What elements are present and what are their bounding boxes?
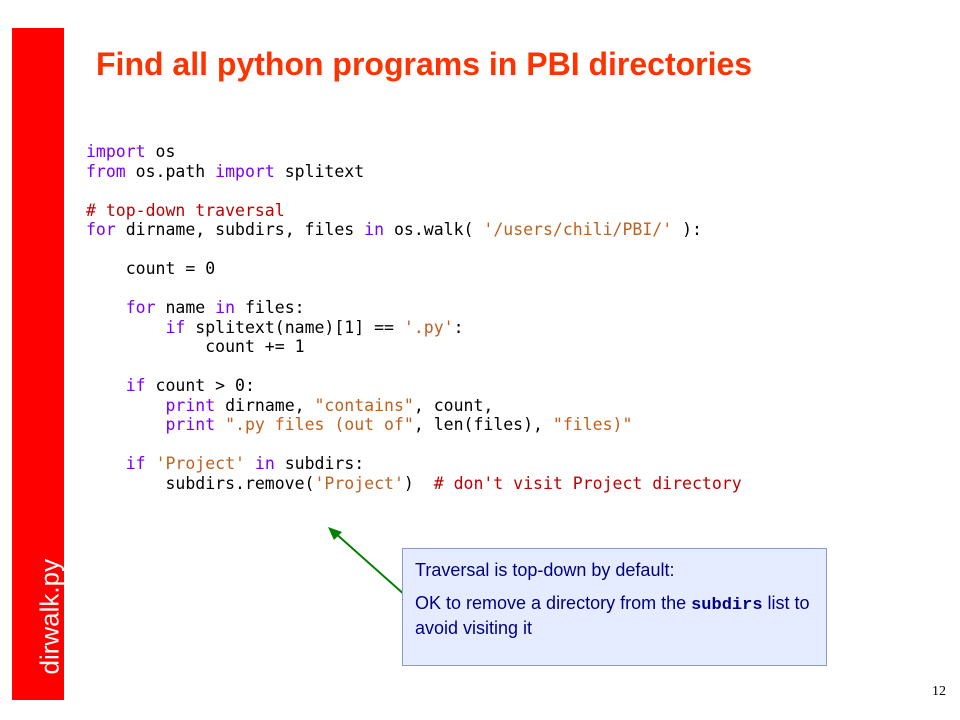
code-line	[86, 279, 742, 299]
code-text: dirname, subdirs, files	[115, 220, 365, 239]
code-text: :	[453, 317, 464, 337]
code-text: splitext	[274, 161, 365, 181]
code-text: subdirs:	[274, 454, 365, 473]
code-line: subdirs.remove('Project') # don't visit …	[86, 473, 742, 494]
code-text: )	[403, 473, 434, 493]
code-keyword: print	[165, 395, 216, 415]
code-string: "files)"	[552, 415, 633, 434]
code-keyword: import	[215, 161, 275, 181]
code-line: if splitext(name)[1] == '.py':	[86, 318, 742, 338]
code-keyword: if	[165, 317, 186, 337]
code-text	[146, 454, 156, 473]
code-line: import os	[86, 142, 742, 162]
code-text	[86, 396, 165, 415]
code-string: '.py'	[403, 317, 454, 337]
code-text: os.path	[125, 161, 216, 181]
code-comment: # don't visit Project directory	[433, 473, 742, 493]
code-text: , len(files),	[413, 415, 553, 434]
code-text	[86, 318, 165, 337]
code-text: os.walk(	[384, 220, 484, 239]
code-text	[86, 376, 126, 395]
code-text: os	[145, 142, 176, 161]
code-text	[86, 454, 126, 473]
arrow-icon	[328, 527, 407, 597]
code-string: 'Project'	[155, 454, 245, 473]
code-text: name	[155, 298, 216, 317]
code-text: count += 1	[86, 337, 305, 356]
callout-line-2: OK to remove a directory from the subdir…	[415, 592, 816, 639]
code-keyword: from	[86, 161, 126, 181]
code-keyword: for	[86, 220, 116, 239]
code-text: files:	[235, 298, 305, 317]
code-line: # top-down traversal	[86, 201, 742, 221]
code-keyword: in	[254, 454, 275, 473]
code-text: count = 0	[86, 259, 216, 278]
code-keyword: in	[215, 298, 236, 317]
code-text: ):	[672, 220, 702, 239]
code-keyword: if	[125, 454, 146, 473]
page-number: 12	[932, 684, 946, 699]
code-line: count += 1	[86, 337, 742, 357]
callout-line-2-prefix: OK to remove a directory from the	[415, 593, 692, 613]
code-text	[215, 415, 225, 434]
code-keyword: for	[125, 298, 156, 317]
code-line: print ".py files (out of", len(files), "…	[86, 415, 742, 435]
code-string: "contains"	[314, 395, 414, 415]
code-line	[86, 240, 742, 260]
code-text	[86, 415, 165, 434]
code-comment: # top-down traversal	[86, 200, 285, 220]
callout-box: Traversal is top-down by default: OK to …	[402, 548, 827, 666]
code-line	[86, 357, 742, 377]
code-keyword: print	[165, 415, 216, 434]
side-bar: dirwalk.py	[12, 28, 65, 700]
code-keyword: import	[86, 142, 146, 161]
code-line: for name in files:	[86, 298, 742, 318]
code-text: , count,	[413, 395, 494, 415]
code-text: dirname,	[215, 395, 315, 415]
callout-line-1: Traversal is top-down by default:	[415, 560, 675, 580]
side-label: dirwalk.py	[34, 558, 65, 675]
code-string: ".py files (out of"	[225, 415, 414, 434]
code-line	[86, 181, 742, 201]
code-line: from os.path import splitext	[86, 162, 742, 182]
code-text	[245, 454, 255, 473]
code-line: for dirname, subdirs, files in os.walk( …	[86, 220, 742, 240]
code-line	[86, 435, 742, 455]
code-text: count > 0:	[145, 376, 255, 395]
slide-title: Find all python programs in PBI director…	[96, 46, 753, 82]
code-line: if count > 0:	[86, 376, 742, 396]
code-string: '/users/chili/PBI/'	[483, 220, 673, 239]
code-line: print dirname, "contains", count,	[86, 396, 742, 416]
callout-line-2-suffix: list to avoid visiting it	[415, 593, 810, 638]
code-string: 'Project'	[314, 473, 404, 493]
code-line: if 'Project' in subdirs:	[86, 454, 742, 474]
code-text: splitext(name)[1] ==	[185, 317, 404, 337]
callout-code-subdirs: subdirs	[691, 596, 763, 615]
code-keyword: in	[364, 220, 385, 239]
code-text: subdirs.remove(	[86, 473, 315, 493]
code-text	[86, 298, 126, 317]
code-keyword: if	[125, 376, 146, 395]
code-line: count = 0	[86, 259, 742, 279]
